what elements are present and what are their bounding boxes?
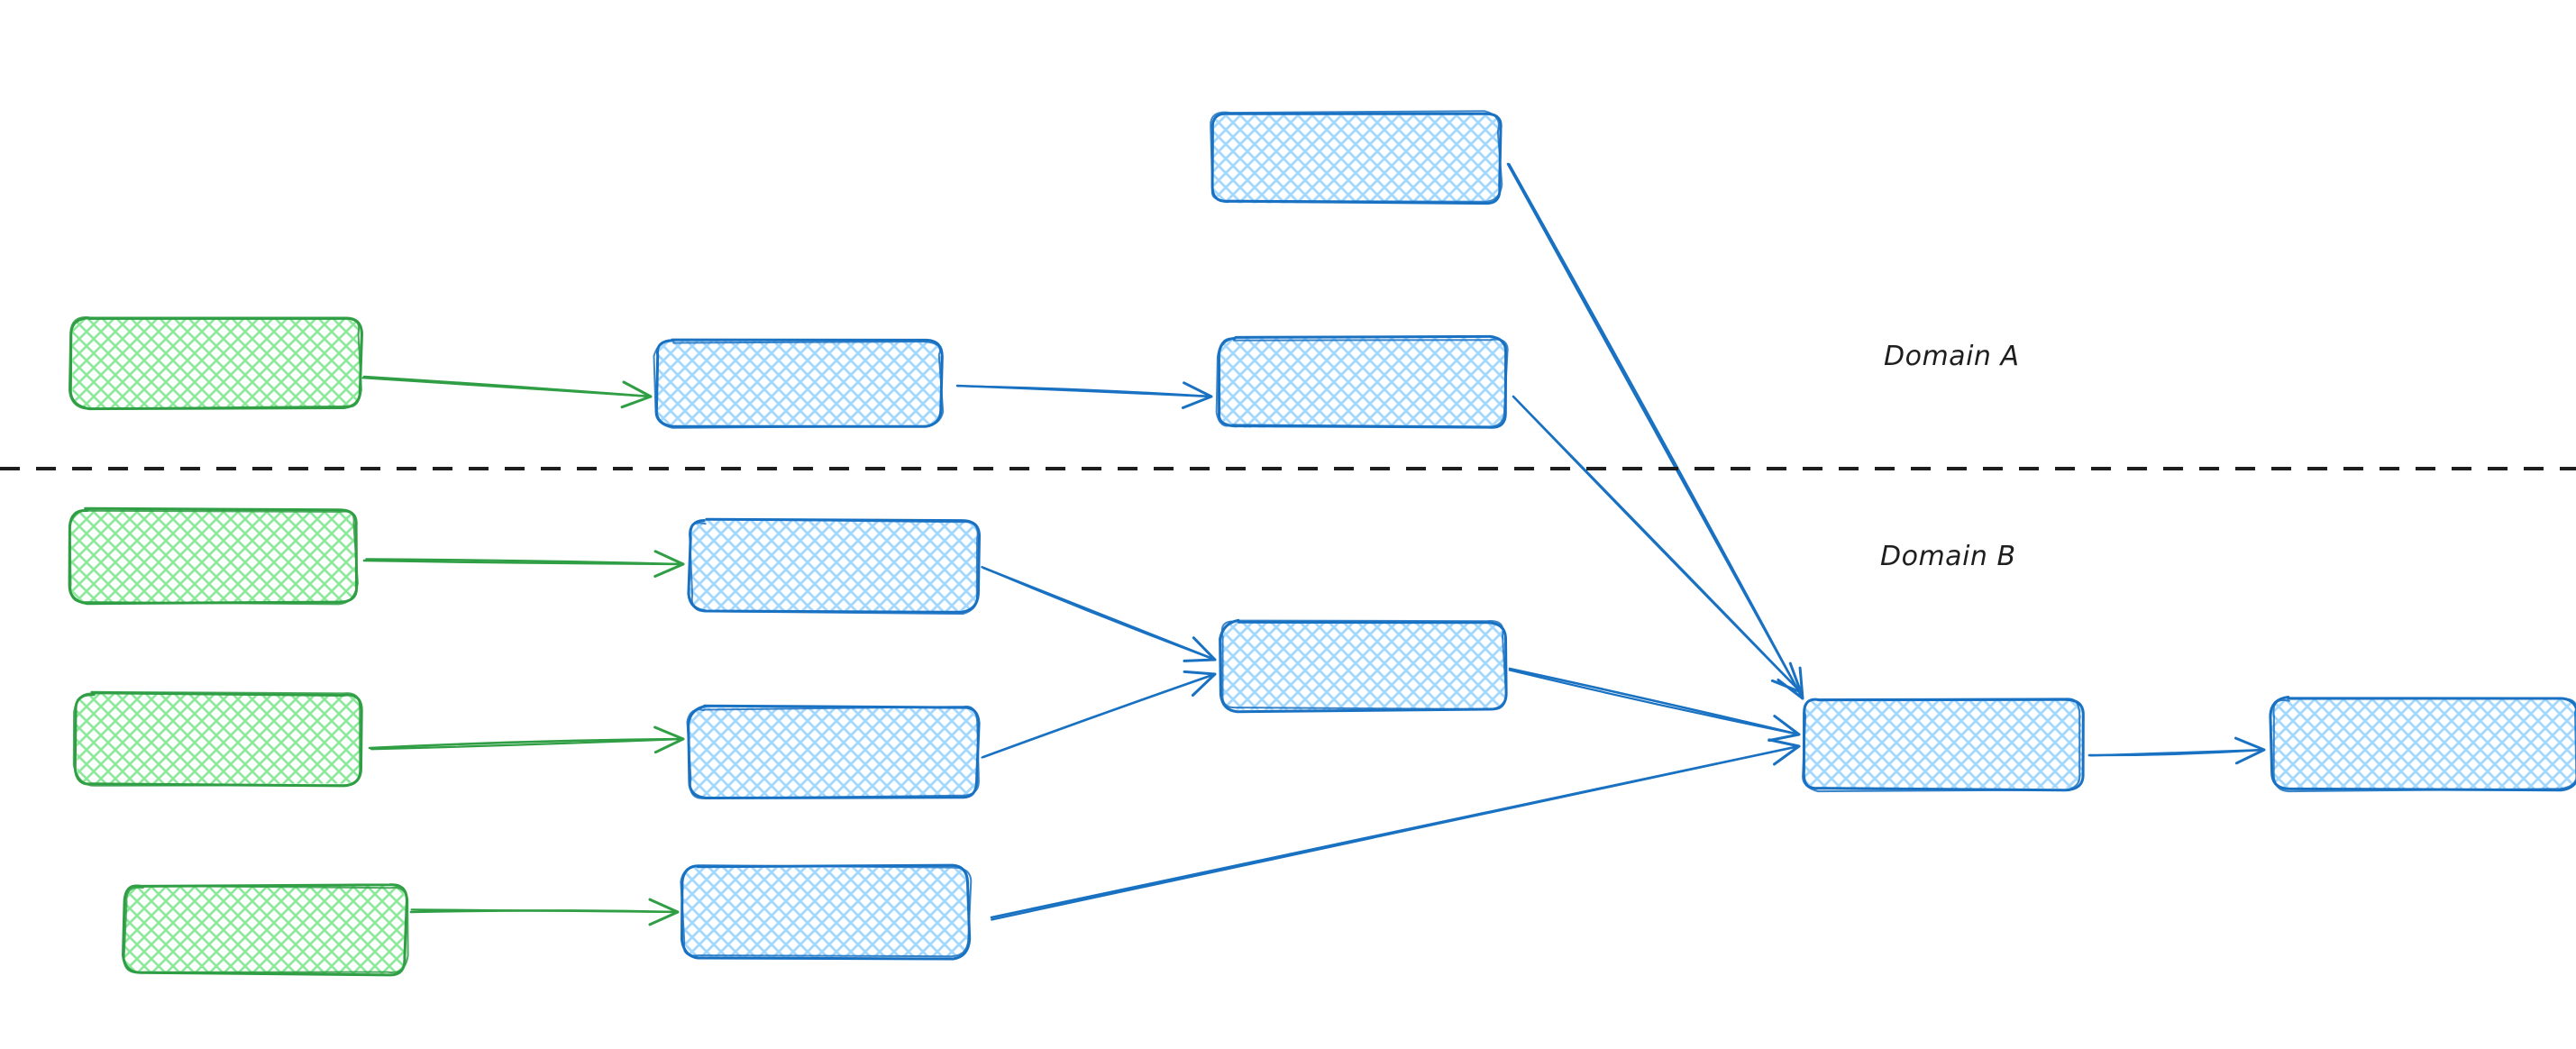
- edge-b2-to-b7: [1512, 395, 1803, 694]
- edge-b4-to-b5: [981, 670, 1217, 759]
- edge-b1-to-b2: [955, 381, 1213, 409]
- node-b0-hit[interactable]: [1212, 113, 1501, 203]
- node-g1-hit[interactable]: [72, 318, 361, 407]
- edge-g4-to-b6: [409, 898, 680, 926]
- edge-b6-to-b7: [990, 738, 1801, 921]
- edge-b7-to-b8: [2087, 736, 2266, 765]
- edge-b5-to-b7: [1508, 667, 1801, 743]
- node-g3-hit[interactable]: [77, 694, 361, 784]
- node-b5-hit[interactable]: [1221, 622, 1505, 710]
- edge-g3-to-b4: [368, 725, 685, 754]
- node-b2-hit[interactable]: [1219, 338, 1507, 427]
- domain-a-label: Domain A: [1884, 341, 2020, 372]
- domain-b-label: Domain B: [1880, 541, 2016, 572]
- edge-b3-to-b5: [981, 566, 1217, 662]
- node-g4-hit[interactable]: [124, 885, 406, 973]
- edge-b0-to-b7: [1506, 162, 1804, 700]
- edge-g2-to-b3: [362, 550, 685, 578]
- node-b1-hit[interactable]: [656, 341, 942, 425]
- edge-g1-to-b1: [361, 375, 653, 409]
- node-b8-hit[interactable]: [2271, 698, 2576, 789]
- node-b4-hit[interactable]: [690, 707, 978, 798]
- node-b3-hit[interactable]: [690, 521, 978, 611]
- node-g2-hit[interactable]: [70, 510, 356, 602]
- node-b7-hit[interactable]: [1803, 698, 2082, 789]
- node-b6-hit[interactable]: [683, 867, 969, 957]
